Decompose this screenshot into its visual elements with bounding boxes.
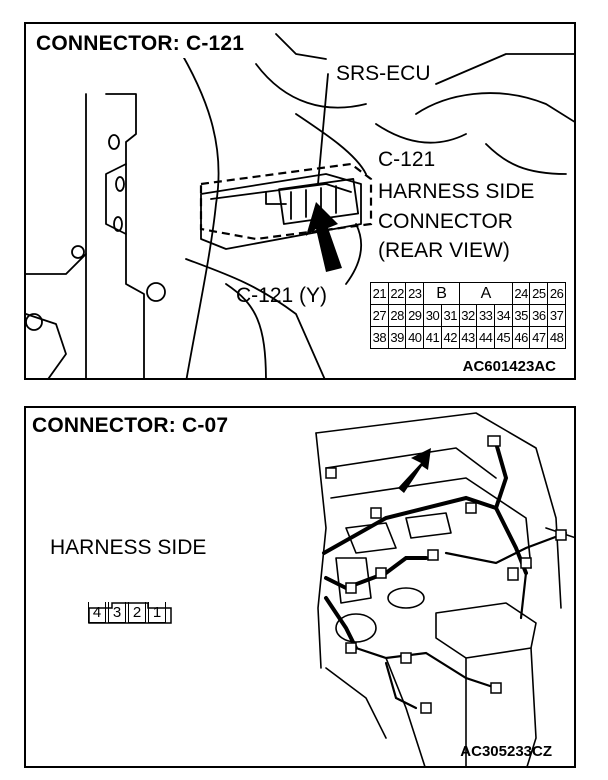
figure-code: AC601423AC xyxy=(462,358,556,375)
pin-cell: 32 xyxy=(458,304,478,327)
harness-side-label: HARNESS SIDE xyxy=(378,180,535,204)
pin-cell: 35 xyxy=(511,304,531,327)
pin-row-2: 27 28 29 30 31 32 33 34 35 36 37 xyxy=(370,304,566,327)
pin-cell: 29 xyxy=(405,304,425,327)
pin-cell: 23 xyxy=(405,282,425,305)
pin-cell: 28 xyxy=(387,304,407,327)
pin-cell: B xyxy=(423,282,460,305)
panel-title: CONNECTOR: C-121 xyxy=(34,30,251,58)
panel-title: CONNECTOR: C-07 xyxy=(32,414,229,438)
srs-ecu-label: SRS-ECU xyxy=(336,62,431,85)
pin-cell: 39 xyxy=(387,326,407,349)
pin-cell: 33 xyxy=(476,304,496,327)
pin-cell: 37 xyxy=(547,304,566,327)
pin-cell: 48 xyxy=(547,326,566,349)
rear-view-label: (REAR VIEW) xyxy=(378,239,510,263)
connector-outline xyxy=(88,602,172,624)
pin-cell: 36 xyxy=(529,304,549,327)
pin-cell: 46 xyxy=(511,326,531,349)
pin-cell: 38 xyxy=(370,326,389,349)
pin-cell: 45 xyxy=(494,326,513,349)
c121-pin-diagram: 21 22 23 B A 24 25 26 27 28 29 30 31 32 … xyxy=(370,282,566,349)
figure-code: AC305233CZ xyxy=(460,743,552,760)
c07-pin-diagram: 4 3 2 1 xyxy=(88,602,172,624)
pin-cell: 26 xyxy=(547,282,566,305)
harness-side-label: HARNESS SIDE xyxy=(50,536,207,560)
pin-cell: 22 xyxy=(387,282,407,305)
pin-cell: 21 xyxy=(370,282,389,305)
c121-label: C-121 xyxy=(378,148,436,172)
c121-y-label: C-121 (Y) xyxy=(236,284,328,307)
pin-cell: 40 xyxy=(405,326,425,349)
pin-cell: 42 xyxy=(440,326,460,349)
pin-cell: A xyxy=(458,282,513,305)
pin-cell: 25 xyxy=(529,282,549,305)
pin-row-1: 21 22 23 B A 24 25 26 xyxy=(370,282,566,305)
srs-ecu-location-illustration xyxy=(26,33,574,378)
pin-cell: 30 xyxy=(423,304,442,327)
connector-c121-panel: CONNECTOR: C-121 SRS-ECU C-121 HARNESS S… xyxy=(24,22,576,380)
pin-row-3: 38 39 40 41 42 43 44 45 46 47 48 xyxy=(370,326,566,349)
pin-cell: 47 xyxy=(529,326,549,349)
pin-cell: 34 xyxy=(494,304,513,327)
pin-cell: 27 xyxy=(370,304,389,327)
pin-cell: 43 xyxy=(458,326,478,349)
connector-c07-panel: CONNECTOR: C-07 HARNESS SIDE 4 3 2 1 AC3… xyxy=(24,406,576,768)
pin-cell: 31 xyxy=(440,304,460,327)
connector-label: CONNECTOR xyxy=(378,210,513,234)
pin-cell: 44 xyxy=(476,326,496,349)
pin-cell: 41 xyxy=(423,326,442,349)
pin-cell: 24 xyxy=(511,282,531,305)
dashboard-harness-illustration xyxy=(315,412,574,766)
